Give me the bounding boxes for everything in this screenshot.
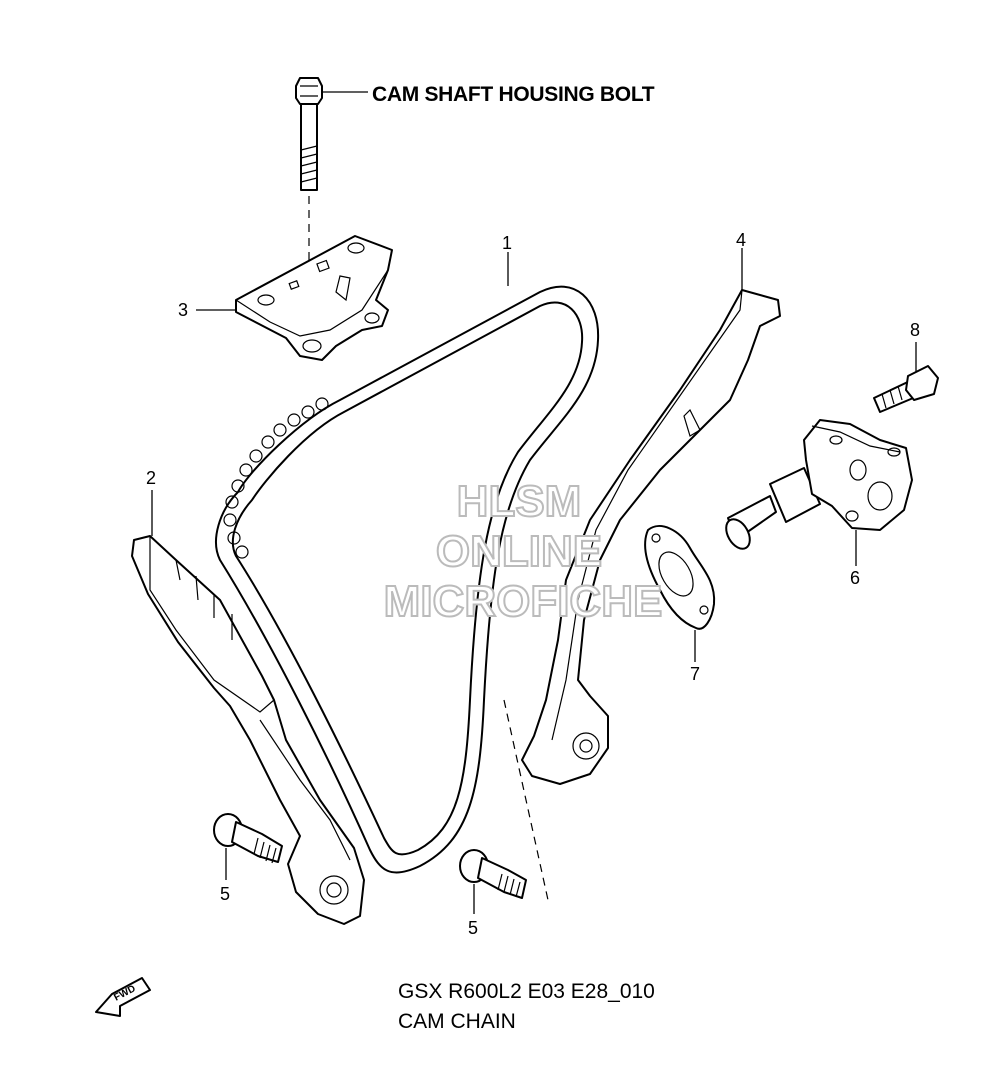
part-6-tensioner-adjuster [725,419,913,566]
part-5-bolt-left [213,813,283,880]
watermark-line-3: MICROFICHE [384,577,663,626]
label-part-1: 1 [502,233,512,253]
part-4-chain-guide-right [521,248,781,785]
label-part-5-left: 5 [220,884,230,904]
part-5-bolt-right [459,849,527,914]
caption-code: GSX R600L2 E03 E28_010 [398,980,655,1003]
watermark-line-1: HLSM [457,477,582,526]
label-part-5-right: 5 [468,918,478,938]
fwd-arrow-icon: FWD [95,977,151,1017]
part-8-bolt [873,342,939,413]
label-part-8: 8 [910,320,920,340]
cam-shaft-housing-bolt-drawing [295,77,368,330]
label-cam-shaft-housing-bolt: CAM SHAFT HOUSING BOLT [372,83,655,106]
label-part-7: 7 [690,664,700,684]
part-3-chain-guide-upper [196,235,393,361]
part-1-cam-chain [215,252,600,874]
part-7-gasket [644,525,716,662]
label-part-2: 2 [146,468,156,488]
label-part-4: 4 [736,230,746,250]
part-2-chain-guide-left [131,490,365,925]
caption-name: CAM CHAIN [398,1010,516,1033]
watermark: HLSM ONLINE MICROFICHE [383,476,664,627]
label-part-3: 3 [178,300,188,320]
watermark-line-2: ONLINE [436,527,602,576]
label-part-6: 6 [850,568,860,588]
